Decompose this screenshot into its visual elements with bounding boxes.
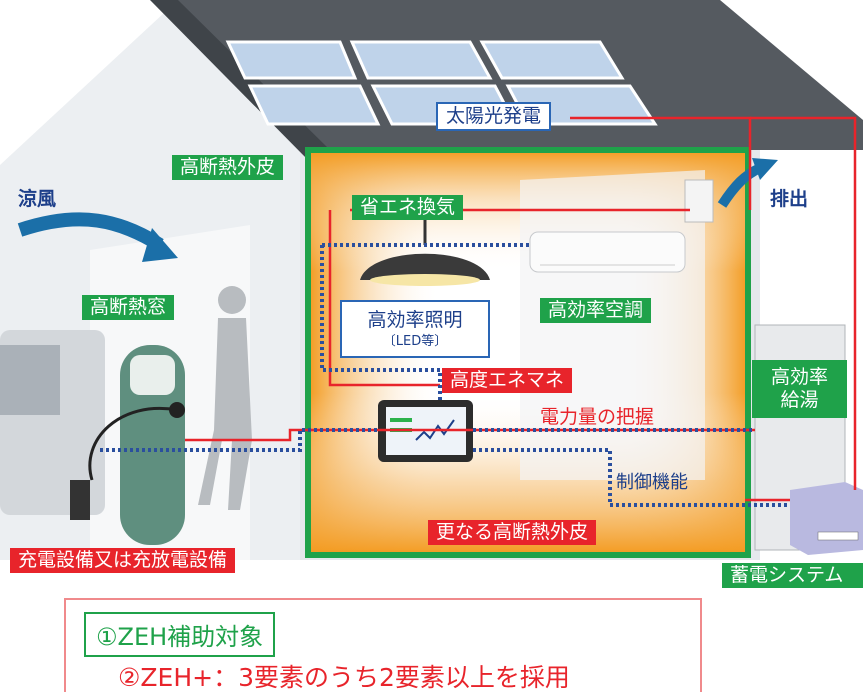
label-lighting: 高効率照明 〔LED等〕 [340,300,490,358]
legend-box: ①ZEH補助対象 ②ZEH+：3要素のうち2要素以上を採用 [64,598,702,692]
air-conditioner [529,231,686,273]
car [0,330,105,520]
label-water-heater-line1: 高効率 [770,366,828,388]
legend-item-zeh-plus: ②ZEH+：3要素のうち2要素以上を採用 [118,663,570,692]
label-water-heater-line2: 給湯 [780,389,819,411]
label-ventilation: 省エネ換気 [352,195,464,220]
label-lighting-line1: 高効率照明 [367,308,463,331]
label-insulation-skin: 高断熱外皮 [172,155,284,180]
label-further-insulation: 更なる高断熱外皮 [428,520,597,545]
person [198,286,252,510]
pendant-lamp [360,253,490,280]
cool-breeze-arrow [17,212,164,251]
insulation-frame [305,147,751,558]
label-power-monitoring: 電力量の把握 [540,406,655,428]
label-air-conditioner: 高効率空調 [540,298,652,323]
exhaust-vent [684,179,714,223]
charger [88,345,185,545]
label-solar: 太陽光発電 [436,102,552,131]
label-cool-breeze: 涼風 [18,188,57,210]
label-battery: 蓄電システム [722,563,863,588]
label-lighting-line2: 〔LED等〕 [382,333,448,349]
label-charger: 充電設備又は充放電設備 [10,548,236,573]
label-control-function: 制御機能 [616,472,688,493]
legend-item-zeh: ①ZEH補助対象 [84,612,276,657]
label-exhaust: 排出 [770,188,809,210]
control-lines [100,243,790,507]
label-hems: 高度エネマネ [442,368,573,393]
battery-unit [790,482,863,555]
label-water-heater: 高効率 給湯 [752,360,847,418]
label-insulated-window: 高断熱窓 [82,295,175,320]
